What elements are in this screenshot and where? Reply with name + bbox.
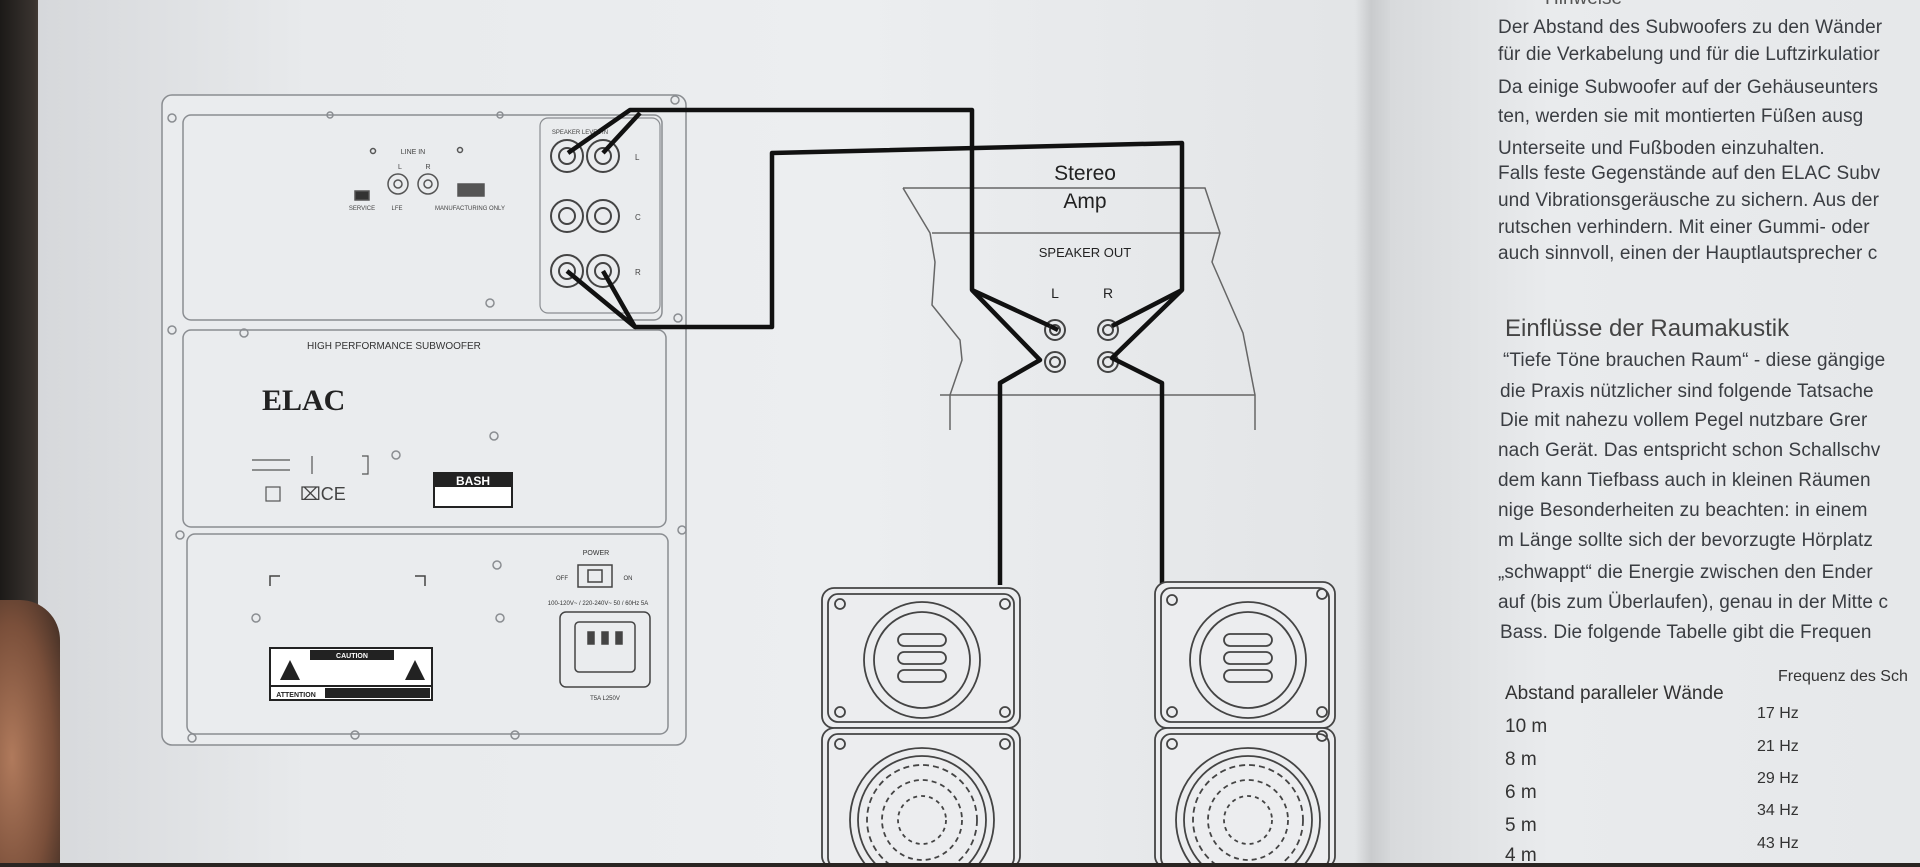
attention-label: ATTENTION xyxy=(276,692,316,699)
line-in-group xyxy=(354,146,485,201)
section-line-4: nach Gerät. Das entspricht schon Schalls… xyxy=(1498,440,1881,461)
line-in-r-label: R xyxy=(425,164,430,171)
speaker-level-in-terminals xyxy=(539,117,661,314)
table-row-3-distance: 6 m xyxy=(1505,782,1537,803)
serial-label-area: ⌧CE xyxy=(252,455,369,504)
thumb xyxy=(0,600,60,863)
row-r-label: R xyxy=(635,268,641,277)
amp-title-2: Amp xyxy=(1063,190,1106,213)
amp-title-1: Stereo xyxy=(1054,162,1116,185)
fuse-label: T5A L250V xyxy=(590,696,620,702)
para-line-6: Falls feste Gegenstände auf den ELAC Sub… xyxy=(1498,163,1881,184)
section-line-3: Die mit nahezu vollem Pegel nutzbare Gre… xyxy=(1500,410,1868,431)
on-label: ON xyxy=(624,576,633,582)
book-gutter xyxy=(1355,0,1395,863)
speaker-level-in-label: SPEAKER LEVEL IN xyxy=(552,130,608,136)
table-row-2-distance: 8 m xyxy=(1505,749,1537,770)
svg-text:⌧CE: ⌧CE xyxy=(300,484,346,504)
speaker-right xyxy=(1154,581,1336,863)
table-row-5-distance: 4 m xyxy=(1505,845,1537,866)
table-row-4-freq: 34 Hz xyxy=(1757,802,1799,819)
speaker-out-label: SPEAKER OUT xyxy=(1039,245,1132,260)
section-line-10: Bass. Die folgende Tabelle gibt die Freq… xyxy=(1500,622,1872,643)
caution-label: CAUTION xyxy=(336,653,368,660)
section-line-5: dem kann Tiefbass auch in kleinen Räumen xyxy=(1498,470,1871,491)
para-line-5: Unterseite und Fußboden einzuhalten. xyxy=(1498,138,1825,159)
row-c-label: C xyxy=(635,213,641,222)
voltage-label: 100-120V~ / 220-240V~ 50 / 60Hz 5A xyxy=(548,601,648,607)
bash-badge-bar xyxy=(434,473,512,487)
line-in-l-label: L xyxy=(398,164,402,171)
section-line-2: die Praxis nützlicher sind folgende Tats… xyxy=(1500,381,1874,402)
amp-terminals xyxy=(1044,319,1119,373)
manufacturing-label: MANUFACTURING ONLY xyxy=(435,206,505,212)
section-line-1: “Tiefe Töne brauchen Raum“ - diese gängi… xyxy=(1503,350,1886,371)
section-line-7: m Länge sollte sich der bevorzugte Hörpl… xyxy=(1498,530,1873,551)
section-line-9: auf (bis zum Überlaufen), genau in der M… xyxy=(1498,592,1889,613)
table-row-1-freq: 17 Hz xyxy=(1757,705,1799,722)
table-header-distance: Abstand paralleler Wände xyxy=(1505,683,1724,704)
power-label: POWER xyxy=(583,550,609,557)
table-row-3-freq: 29 Hz xyxy=(1757,770,1799,787)
service-label: SERVICE xyxy=(349,206,375,212)
para-line-3: Da einige Subwoofer auf der Gehäuseunter… xyxy=(1498,77,1879,98)
table-row-1-distance: 10 m xyxy=(1505,716,1548,737)
para-line-7: und Vibrationsgeräusche zu sichern. Aus … xyxy=(1498,190,1880,211)
para-line-8: rutschen verhindern. Mit einer Gummi- od… xyxy=(1498,217,1870,238)
row-l-label: L xyxy=(635,153,640,162)
line-in-label: LINE IN xyxy=(401,149,426,156)
para-line-1: Der Abstand des Subwoofers zu den Wänder xyxy=(1498,17,1883,38)
table-row-2-freq: 21 Hz xyxy=(1757,738,1799,755)
bash-label: BASH xyxy=(456,474,490,488)
speaker-left xyxy=(821,587,1021,863)
section-line-8: „schwappt“ die Energie zwischen den Ende… xyxy=(1498,562,1873,583)
para-line-2: für die Verkabelung und für die Luftzirk… xyxy=(1498,44,1880,65)
amp-right-label: R xyxy=(1103,285,1113,301)
lfe-label: LFE xyxy=(391,206,402,212)
table-row-5-freq: 43 Hz xyxy=(1757,835,1799,852)
off-label: OFF xyxy=(556,576,568,582)
power-section xyxy=(269,564,651,688)
speaker-wires xyxy=(565,107,1185,585)
stereo-amp-outline xyxy=(902,187,1256,430)
para-line-9: auch sinnvoll, einen der Hauptlautsprech… xyxy=(1498,243,1878,264)
section-line-6: nige Besonderheiten zu beachten: in eine… xyxy=(1498,500,1868,521)
section-heading: Einflüsse der Raumakustik xyxy=(1505,315,1790,342)
right-page xyxy=(1390,0,1920,863)
subwoofer-panel xyxy=(161,94,687,746)
table-header-frequency: Frequenz des Sch xyxy=(1778,668,1908,685)
amp-left-label: L xyxy=(1051,285,1059,301)
panel-title: HIGH PERFORMANCE SUBWOOFER xyxy=(307,341,481,352)
caution-box xyxy=(269,647,433,701)
elac-logo: ELAC xyxy=(262,384,345,417)
para-line-4: ten, werden sie mit montierten Füßen aus… xyxy=(1498,106,1864,127)
table-row-4-distance: 5 m xyxy=(1505,815,1537,836)
top-heading-fragment: Hinweise xyxy=(1545,0,1622,10)
